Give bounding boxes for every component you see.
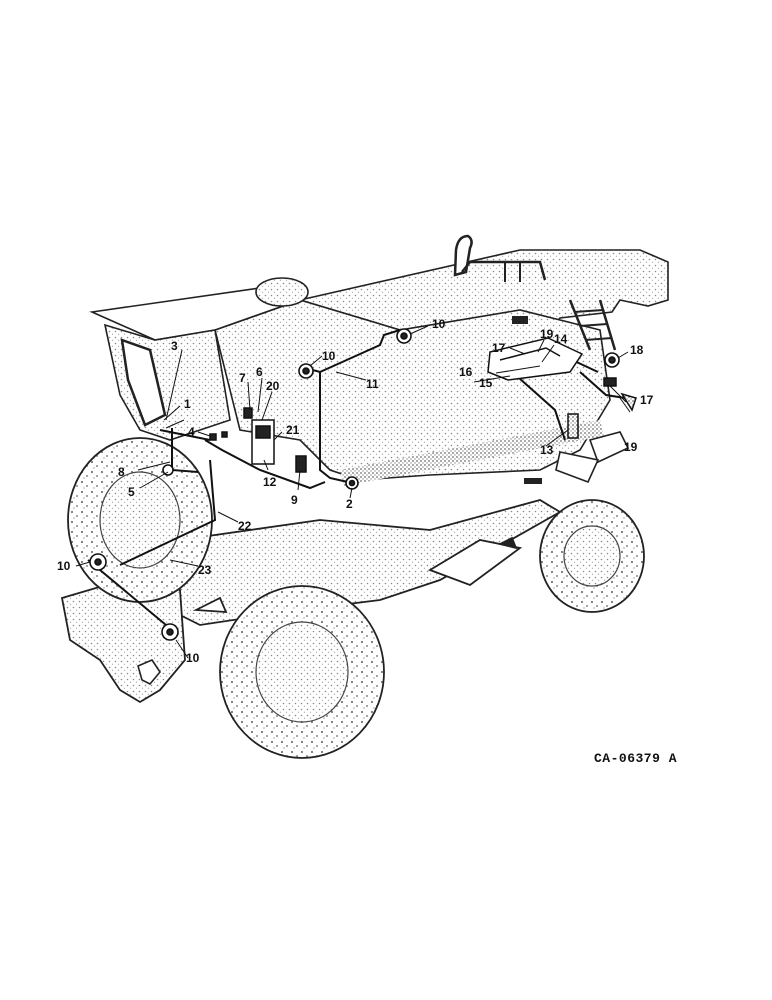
callout-22: 22 xyxy=(238,519,252,533)
machine-body xyxy=(89,234,669,486)
callout-21: 21 xyxy=(286,423,300,437)
callout-18: 18 xyxy=(630,343,644,357)
callout-16: 16 xyxy=(459,365,473,379)
callout-19-right: 19 xyxy=(624,440,638,454)
callout-7: 7 xyxy=(239,371,246,385)
callout-6: 6 xyxy=(256,365,263,379)
callout-10-header: 10 xyxy=(186,651,200,665)
callout-11: 11 xyxy=(366,377,379,391)
callout-17-top: 17 xyxy=(492,341,506,355)
callout-leaders xyxy=(75,325,631,659)
callout-13: 13 xyxy=(540,443,554,457)
callout-4: 4 xyxy=(188,425,195,439)
rear-wheel xyxy=(539,499,645,613)
header-hitch-bracket xyxy=(137,659,161,685)
callout-14: 14 xyxy=(554,332,568,346)
callout-19-top: 19 xyxy=(540,327,554,341)
front-left-wheel xyxy=(67,437,213,603)
callout-12: 12 xyxy=(263,475,277,489)
callout-10-center: 10 xyxy=(322,349,336,363)
callout-5: 5 xyxy=(128,485,135,499)
callout-17-right: 17 xyxy=(640,393,654,407)
callout-1: 1 xyxy=(184,397,191,411)
callout-9: 9 xyxy=(291,493,298,507)
figure-id-label: CA-06379 A xyxy=(594,751,678,766)
callout-20: 20 xyxy=(266,379,280,393)
front-right-wheel xyxy=(219,585,385,759)
callout-10-front-left: 10 xyxy=(57,559,71,573)
callout-3: 3 xyxy=(171,339,178,353)
machine-frame xyxy=(169,499,562,626)
lamps xyxy=(89,328,620,641)
callout-23: 23 xyxy=(198,563,212,577)
callout-2: 2 xyxy=(346,497,353,511)
callout-10-rear-top: 10 xyxy=(432,317,446,331)
callout-15: 15 xyxy=(479,376,493,390)
callout-8: 8 xyxy=(118,465,125,479)
